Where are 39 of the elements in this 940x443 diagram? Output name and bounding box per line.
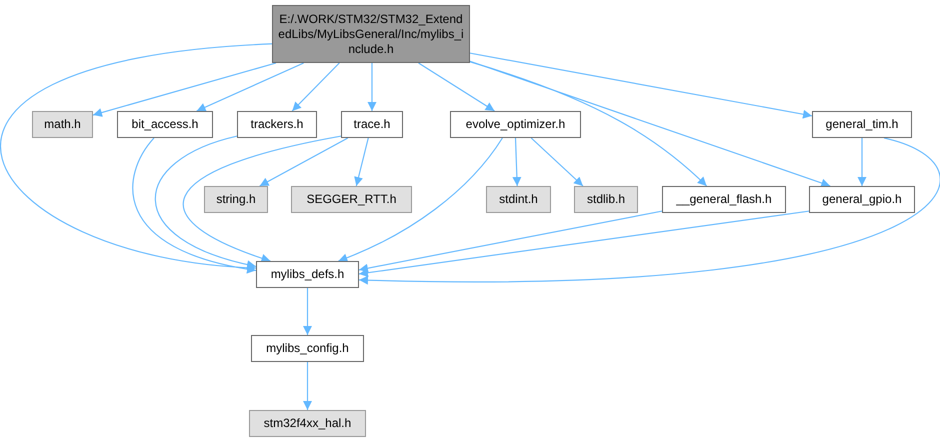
arrow xyxy=(418,62,495,112)
arrow xyxy=(470,60,830,188)
header-box: string.h xyxy=(204,186,268,213)
arrow xyxy=(338,138,503,262)
header-box: trace.h xyxy=(341,111,403,138)
header-box: general_gpio.h xyxy=(809,186,915,213)
arrow xyxy=(2,43,272,272)
header-box: general_tim.h xyxy=(812,111,912,138)
arrow xyxy=(154,136,256,269)
header-box: evolve_optimizer.h xyxy=(450,111,581,138)
arrow xyxy=(512,138,522,186)
arrow xyxy=(303,288,312,335)
arrow xyxy=(470,52,812,119)
arrow xyxy=(182,136,342,262)
header-box: mylibs_defs.h xyxy=(256,261,359,288)
arrow xyxy=(259,138,348,186)
file-box: E:/.WORK/STM32/STM32_ExtendedLibs/MyLibsGeneral/Inc/mylibs_include.h xyxy=(272,5,470,63)
header-box: mylibs_config.h xyxy=(251,335,364,362)
arrow xyxy=(354,138,369,186)
arrow xyxy=(292,62,340,112)
header-box: bit_access.h xyxy=(117,111,213,138)
arrow xyxy=(470,61,708,186)
header-box: SEGGER_RTT.h xyxy=(291,186,412,213)
header-box: stdint.h xyxy=(486,186,551,213)
arrow xyxy=(196,62,304,112)
arrow xyxy=(303,362,312,410)
arrow xyxy=(132,138,256,274)
header-box: stdlib.h xyxy=(574,186,638,213)
header-box: __general_flash.h xyxy=(662,186,786,213)
header-box: stm32f4xx_hal.h xyxy=(249,410,366,437)
arrow xyxy=(92,62,276,117)
arrow xyxy=(858,138,866,186)
arrow xyxy=(368,63,376,111)
header-box: trackers.h xyxy=(237,111,317,138)
arrow xyxy=(530,138,584,186)
arrow xyxy=(359,137,940,285)
arrow xyxy=(358,210,810,278)
arrow xyxy=(358,210,662,273)
header-box: math.h xyxy=(32,111,93,138)
